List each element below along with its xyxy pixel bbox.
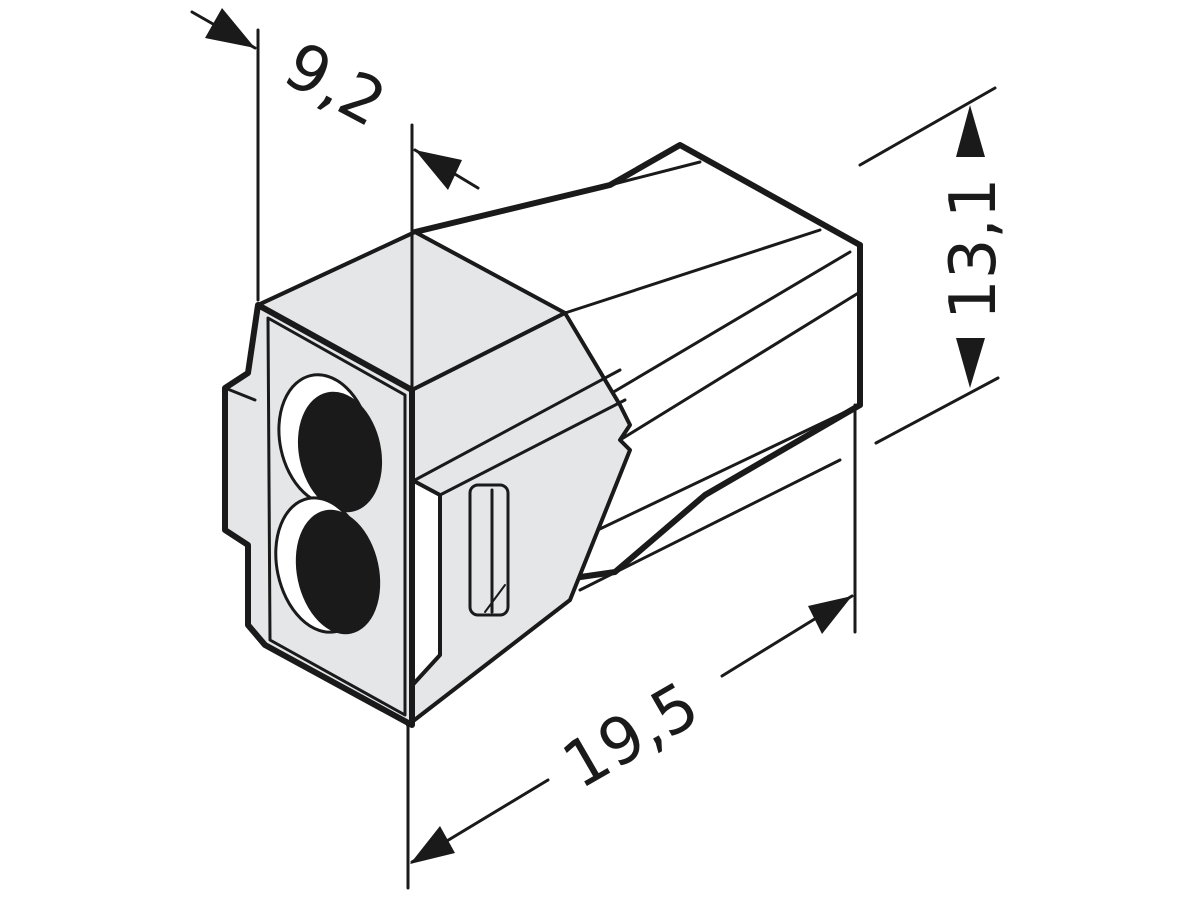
arrowhead-icon: [205, 8, 255, 48]
arrowhead-icon: [956, 105, 985, 157]
housing: [222, 230, 632, 728]
dimension-height: [858, 86, 1000, 445]
entry-hole-top: [297, 391, 383, 513]
arrowhead-icon: [410, 826, 455, 864]
dimension-width: [190, 8, 480, 392]
arrowhead-icon: [956, 338, 985, 388]
arrowhead-icon: [415, 150, 462, 190]
dimension-label-width: 9,2: [272, 29, 397, 142]
arrowhead-icon: [808, 596, 852, 634]
entry-hole-bottom: [295, 509, 381, 635]
dimension-label-height: 13,1: [937, 178, 1011, 321]
dimension-length: [406, 403, 857, 890]
dimension-label-length: 19,5: [551, 669, 711, 804]
